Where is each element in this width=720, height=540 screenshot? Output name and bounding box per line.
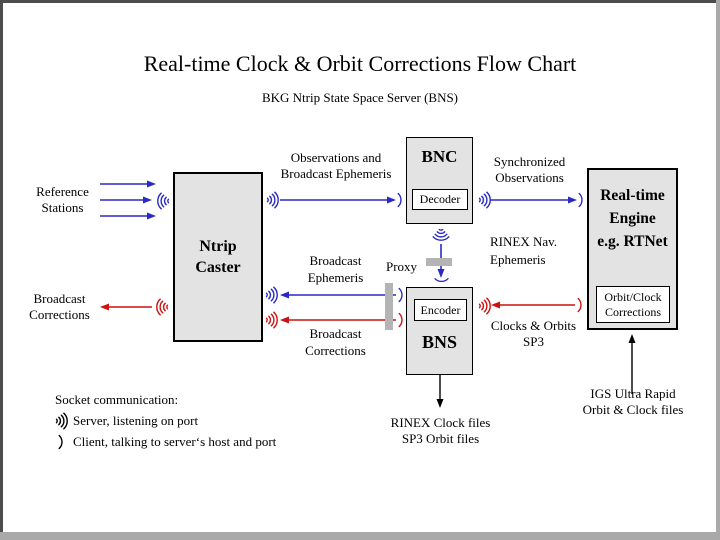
socket-client-icon <box>398 312 405 328</box>
orbit-clock-corrections-box: Orbit/Clock Corrections <box>596 286 670 323</box>
socket-client-icon <box>434 278 450 285</box>
page-subtitle: BKG Ntrip State Space Server (BNS) <box>261 90 459 105</box>
socket-server-icon <box>265 191 279 209</box>
socket-client-icon <box>578 192 585 208</box>
socket-server-icon <box>264 311 278 329</box>
encoder-label: Encoder <box>420 302 461 317</box>
socket-server-icon <box>477 191 491 209</box>
arrowhead <box>143 196 152 204</box>
rinex-nav-label: RINEX Nav.Ephemeris <box>490 234 558 267</box>
socket-server-icon <box>157 192 171 210</box>
proxy-label: Proxy <box>386 259 418 274</box>
socket-client-icon <box>397 192 404 208</box>
socket-client-icon <box>398 287 405 303</box>
proxy-bar-vertical <box>385 283 393 330</box>
arrowhead <box>387 196 396 204</box>
socket-server-icon <box>432 227 450 241</box>
socket-server-icon <box>264 286 278 304</box>
frame-bottom-edge <box>0 532 720 540</box>
arrowhead <box>147 180 156 188</box>
bns-label: BNS <box>421 332 457 352</box>
arrowhead <box>280 316 289 324</box>
frame-right-edge <box>716 0 720 540</box>
legend-client-label: Client, talking to server‘s host and por… <box>73 434 277 449</box>
ntrip-caster-box: Ntrip Caster <box>173 172 263 342</box>
ntrip-caster-label: Ntrip Caster <box>195 238 241 276</box>
bnc-box: BNC Decoder <box>406 137 473 224</box>
encoder-box: Encoder <box>414 299 467 321</box>
legend-server-label: Server, listening on port <box>73 413 199 428</box>
socket-client-icon <box>58 434 65 450</box>
frame-top-edge <box>0 0 720 3</box>
bns-box: Encoder BNS <box>406 287 473 375</box>
socket-client-icon <box>577 297 584 313</box>
socket-server-icon <box>477 297 491 315</box>
legend-title: Socket communication: <box>55 392 179 407</box>
realtime-engine-box: Real-time Engine e.g. RTNet Orbit/Clock … <box>587 168 678 330</box>
orbit-clock-label-line1: Orbit/Clock <box>604 289 662 304</box>
arrowhead <box>280 291 289 299</box>
decoder-box: Decoder <box>412 189 468 210</box>
arrowhead <box>628 334 636 343</box>
realtime-engine-label: Real-time Engine e.g. RTNet <box>597 187 668 250</box>
arrowhead <box>491 301 500 309</box>
socket-server-icon <box>156 298 170 316</box>
bnc-label: BNC <box>421 147 458 166</box>
arrowhead <box>147 212 156 220</box>
decoder-label: Decoder <box>419 192 461 206</box>
arrowhead <box>436 399 444 408</box>
frame-left-edge <box>0 0 3 540</box>
arrowhead <box>568 196 577 204</box>
socket-server-icon <box>54 412 68 430</box>
orbit-clock-label-line2: Corrections <box>605 304 661 319</box>
page-title: Real-time Clock & Orbit Corrections Flow… <box>143 51 577 76</box>
